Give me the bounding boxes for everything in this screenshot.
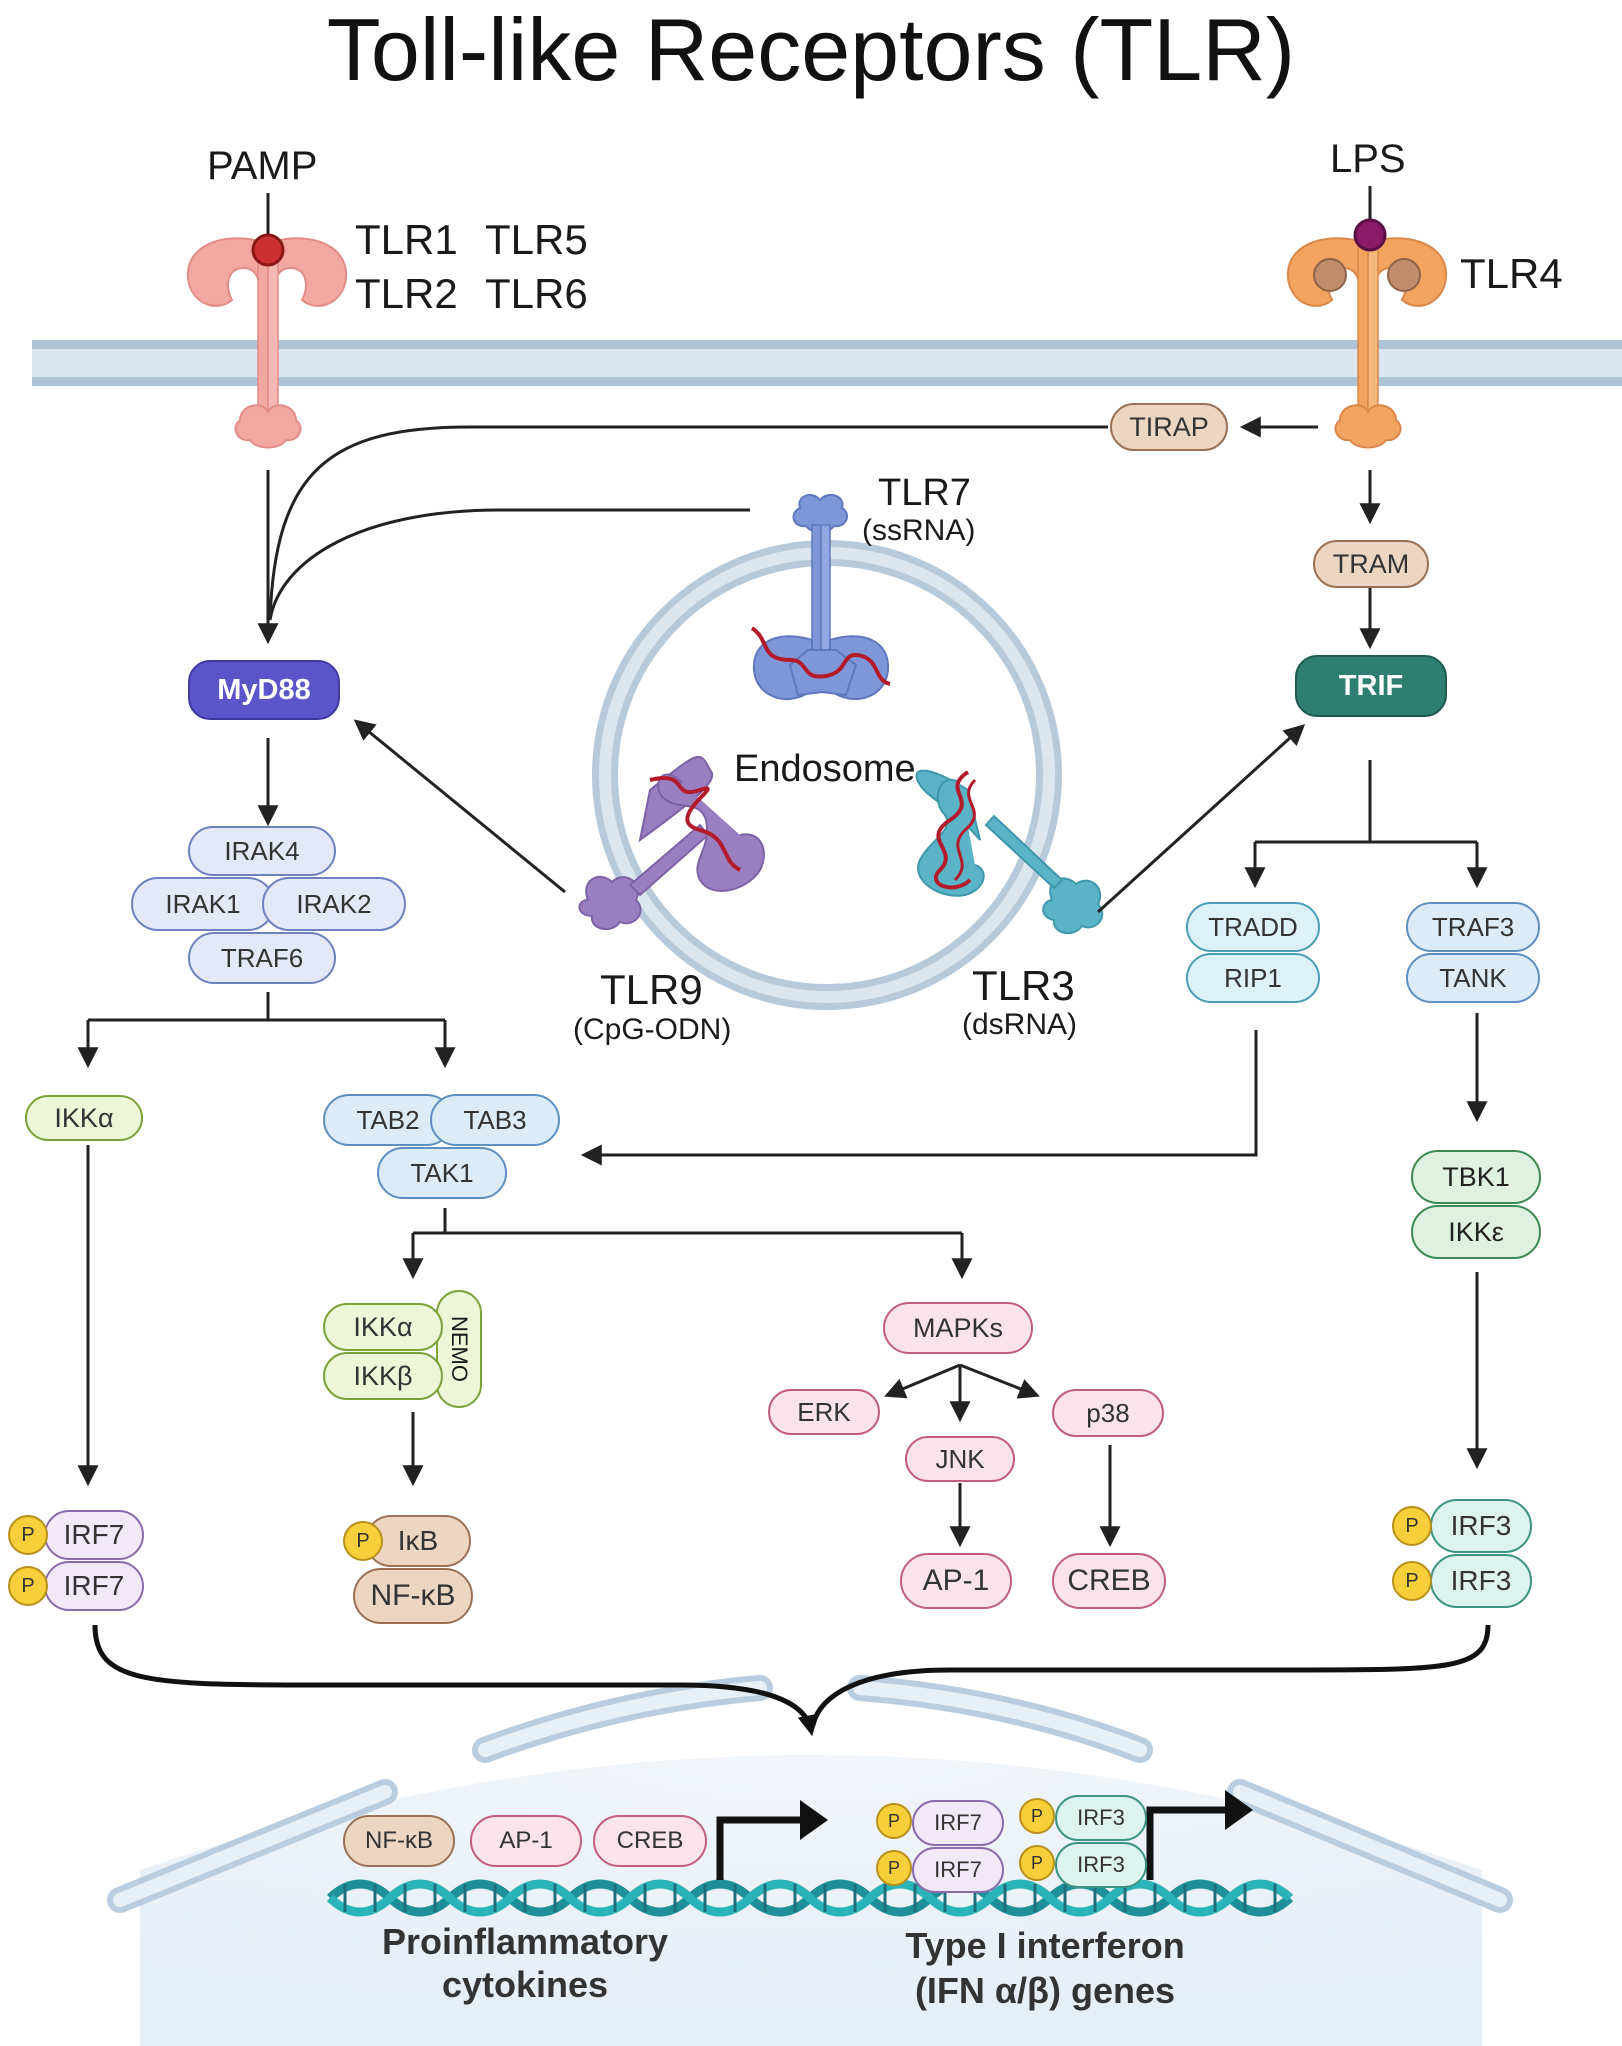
tlr7-ligand-label: (ssRNA) [862, 514, 976, 547]
irf7-node-bottom: IRF7 [44, 1561, 144, 1611]
nucleus-creb-node: CREB [593, 1815, 707, 1867]
nucleus-irf3-bottom: IRF3 [1055, 1842, 1147, 1888]
creb-node: CREB [1052, 1553, 1166, 1609]
trif-node: TRIF [1295, 655, 1447, 717]
ikka-left-node: IKKα [25, 1095, 143, 1141]
nucleus [107, 1675, 1513, 2046]
p38-node: p38 [1052, 1389, 1164, 1437]
irak4-node: IRAK4 [188, 826, 336, 876]
interferon-genes-label: Type I interferon [905, 1925, 1185, 1966]
lps-label: LPS [1330, 137, 1406, 181]
tlr3-receptor [915, 769, 1104, 935]
phospho-tag: P [1392, 1561, 1432, 1601]
phospho-tag: P [1392, 1506, 1432, 1546]
nucleus-irf7-bottom: IRF7 [912, 1847, 1004, 1893]
transcription-arrowhead-right [1225, 1790, 1253, 1830]
ikka-node: IKKα [323, 1303, 443, 1351]
tlr7-receptor [750, 493, 891, 700]
nucleus-irf3-top: IRF3 [1055, 1795, 1147, 1841]
tlr7-label: TLR7 [878, 472, 971, 514]
pathway-connectors [77, 416, 1488, 1548]
phospho-tag: P [1019, 1798, 1055, 1834]
tbk1-node: TBK1 [1411, 1150, 1541, 1204]
tlr3-label: TLR3 [972, 962, 1075, 1009]
nucleus-irf7-top: IRF7 [912, 1800, 1004, 1846]
phospho-tag: P [876, 1850, 912, 1886]
page-title: Toll-like Receptors (TLR) [326, 0, 1296, 99]
tlr2-label: TLR2 [355, 270, 458, 317]
nucleus-nfkb-node: NF-κB [343, 1815, 455, 1867]
ikke-node: IKKε [1411, 1205, 1541, 1259]
irak2-node: IRAK2 [262, 877, 406, 931]
tlr1-2-5-6-receptor [186, 193, 348, 449]
tab3-node: TAB3 [430, 1094, 560, 1146]
irf7-node-top: IRF7 [44, 1510, 144, 1560]
tlr4-label: TLR4 [1460, 250, 1563, 297]
jnk-node: JNK [905, 1436, 1015, 1482]
tram-node: TRAM [1313, 540, 1429, 588]
tlr5-label: TLR5 [485, 216, 588, 263]
tank-node: TANK [1406, 953, 1540, 1003]
rip1-node: RIP1 [1186, 953, 1320, 1003]
nuclear-entry-arrows [92, 1624, 1491, 1737]
tlr6-label: TLR6 [485, 270, 588, 317]
ap1-node: AP-1 [900, 1553, 1012, 1609]
tirap-node: TIRAP [1110, 403, 1228, 451]
ikkb-node: IKKβ [323, 1352, 443, 1400]
plasma-membrane [32, 340, 1622, 386]
interferon-genes-label-2: (IFN α/β) genes [914, 1970, 1176, 2011]
traf3-node: TRAF3 [1406, 902, 1540, 952]
irak1-node: IRAK1 [131, 877, 275, 931]
proinflammatory-genes-label-2: cytokines [441, 1964, 609, 2005]
myd88-node: MyD88 [188, 660, 340, 720]
nemo-node [436, 1290, 482, 1408]
traf6-node: TRAF6 [188, 932, 336, 984]
nfkb-node: NF-κB [353, 1568, 473, 1624]
tlr9-ligand-label: (CpG-ODN) [573, 1013, 732, 1046]
transcription-arrowhead-left [800, 1800, 828, 1840]
tlr3-ligand-label: (dsRNA) [962, 1008, 1078, 1041]
tlr9-receptor [578, 755, 765, 931]
mapks-node: MAPKs [883, 1302, 1033, 1354]
tlr4-receptor [1286, 186, 1448, 449]
proinflammatory-genes-label: Proinflammatory [381, 1921, 669, 1962]
pamp-label: PAMP [207, 144, 318, 188]
nucleus-ap1-node: AP-1 [470, 1815, 582, 1867]
phospho-tag: P [1019, 1845, 1055, 1881]
nemo-label: NEMO [447, 1316, 472, 1382]
tlr1-label: TLR1 [355, 216, 458, 263]
phospho-tag: P [343, 1521, 383, 1561]
phospho-tag: P [8, 1566, 48, 1606]
tak1-node: TAK1 [377, 1147, 507, 1199]
irf3-node-top: IRF3 [1430, 1499, 1532, 1553]
tlr9-label: TLR9 [600, 966, 703, 1013]
phospho-tag: P [8, 1515, 48, 1555]
phospho-tag: P [876, 1803, 912, 1839]
irf3-node-bottom: IRF3 [1430, 1554, 1532, 1608]
transcription-arrows [716, 1806, 1230, 1880]
endosome-label: Endosome [734, 748, 916, 790]
erk-node: ERK [768, 1389, 880, 1435]
tradd-node: TRADD [1186, 902, 1320, 952]
